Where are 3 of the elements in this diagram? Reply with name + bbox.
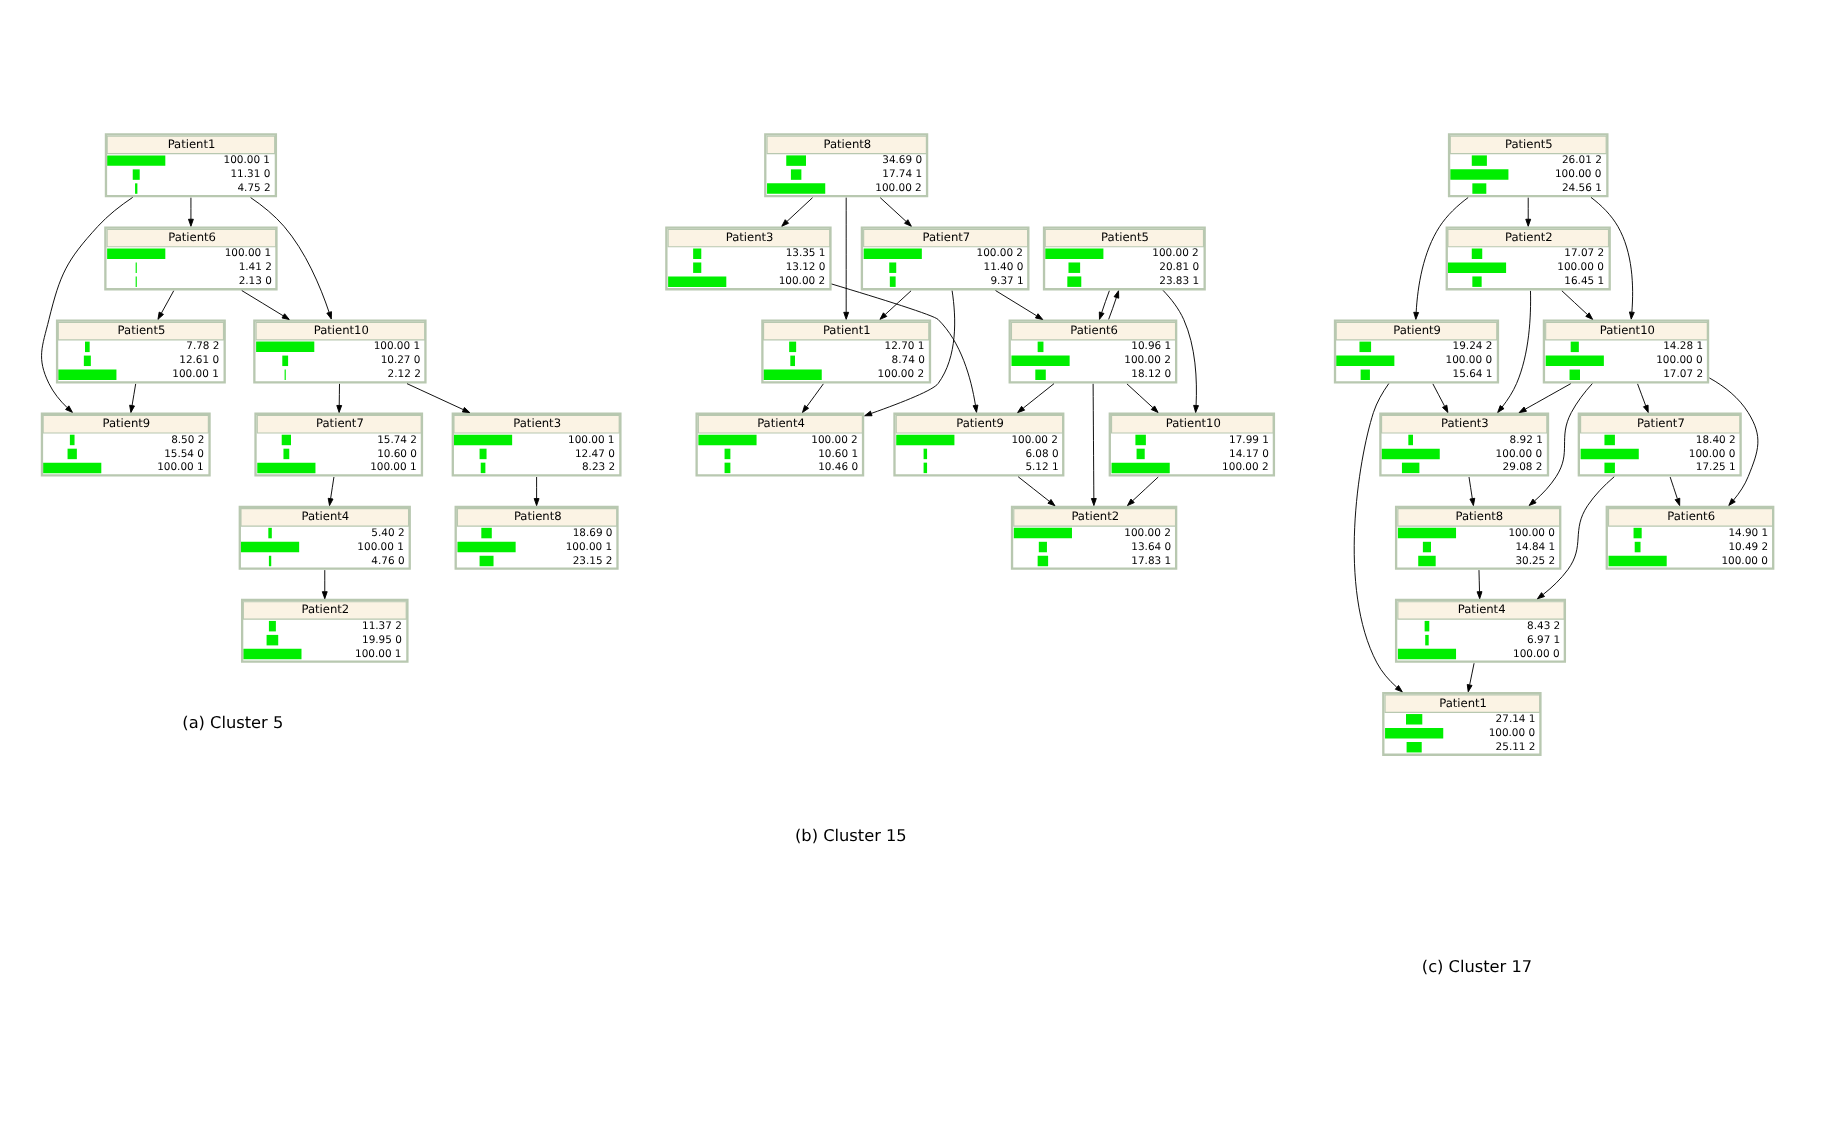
label: (c) Cluster 17 [1421,956,1533,977]
label: (b) Cluster 15 [795,824,907,845]
label: (a) Cluster 5 [182,712,284,733]
